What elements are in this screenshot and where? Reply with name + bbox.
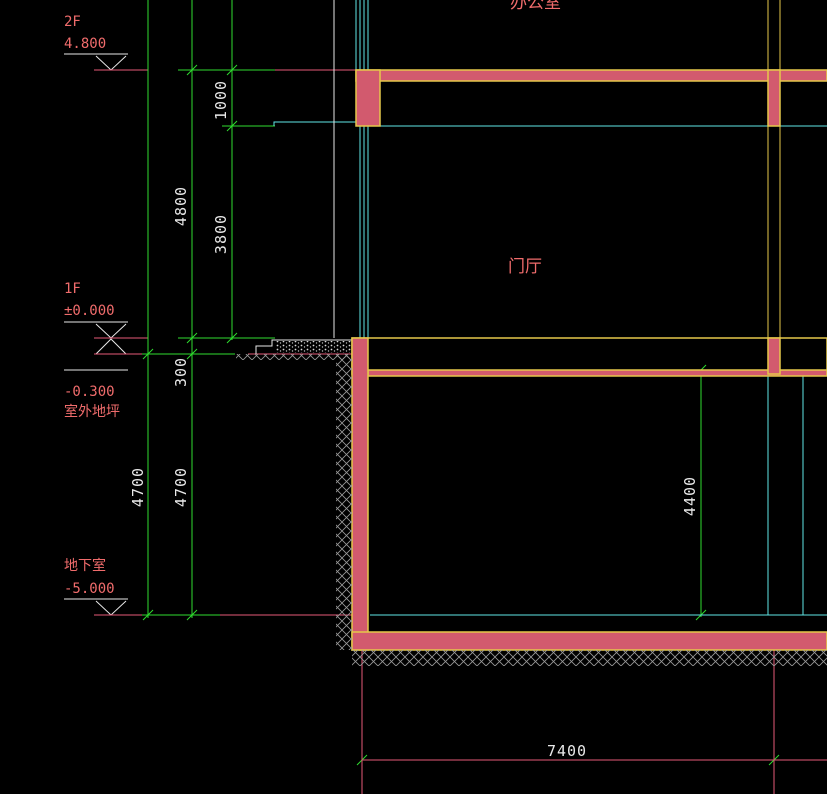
level-2f-name: 2F [64, 14, 81, 30]
room-lobby-label: 门厅 [508, 257, 542, 277]
level-1f-symbol [64, 321, 148, 339]
dim-4700-inner: 4700 [172, 467, 190, 507]
dim-300: 300 [172, 357, 190, 387]
level-basement-symbol [64, 598, 148, 616]
column-right-upper [767, 69, 781, 127]
basement-wall [351, 337, 369, 651]
dim-4700-outer: 4700 [129, 467, 147, 507]
level-outdoor-elevation: -0.300 [64, 384, 115, 400]
earth-hatch-grade [236, 354, 352, 360]
level-markers: 2F 4.800 1F ±0.000 -0.300 室外地坪 地下室 -5.00… [64, 14, 148, 616]
basement-slab [351, 631, 827, 651]
column-right-lower [767, 337, 781, 375]
level-1f-elevation: ±0.000 [64, 303, 115, 319]
level-basement-name: 地下室 [64, 557, 106, 574]
dim-7400: 7400 [547, 742, 587, 760]
gravel-fill [276, 341, 352, 353]
dimension-chains [142, 0, 827, 766]
level-basement-elevation: -5.000 [64, 581, 115, 597]
level-2f-symbol [64, 53, 148, 71]
level-1f-name: 1F [64, 281, 81, 297]
level-2f-elevation: 4.800 [64, 36, 106, 52]
dim-4800: 4800 [172, 186, 190, 226]
slab-2f [355, 69, 827, 82]
dim-4400: 4400 [681, 476, 699, 516]
column-left-upper [355, 69, 381, 127]
dim-1000: 1000 [212, 80, 230, 120]
yellow-lines [767, 0, 781, 338]
slab-1f-fill [367, 369, 827, 377]
earth-hatch-wall [336, 354, 352, 650]
room-office-label: 办公室 [510, 0, 561, 13]
dim-3800: 3800 [212, 214, 230, 254]
earth-hatch-floor [352, 650, 827, 666]
white-lines [255, 0, 352, 354]
level-outdoor-name: 室外地坪 [64, 403, 120, 420]
level-outdoor-symbol [64, 338, 148, 371]
